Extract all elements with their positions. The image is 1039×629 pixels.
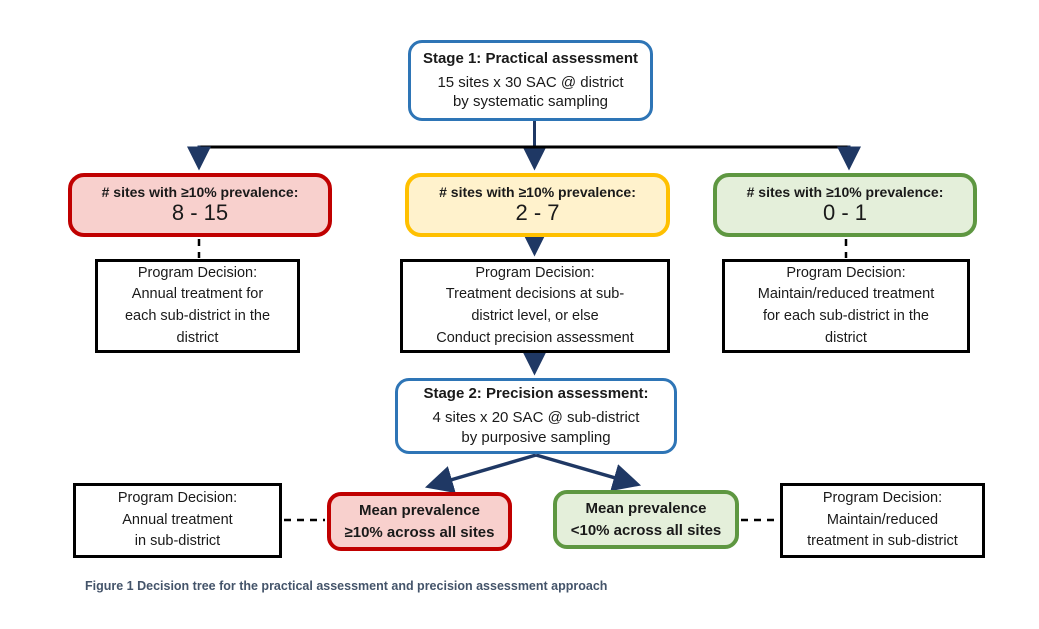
decision-outer-left-box: Program Decision: Annual treatment in su… bbox=[73, 483, 282, 558]
stage2-box: Stage 2: Precision assessment: 4 sites x… bbox=[395, 378, 677, 454]
figure-caption: Figure 1 Decision tree for the practical… bbox=[85, 579, 608, 593]
stage2-title: Stage 2: Precision assessment: bbox=[423, 385, 649, 402]
decision-left-box: Program Decision: Annual treatment for e… bbox=[95, 259, 300, 353]
stage1-box: Stage 1: Practical assessment 15 sites x… bbox=[408, 40, 653, 121]
branch-high-label: # sites with ≥10% prevalence: bbox=[101, 184, 299, 201]
arrow-stage2-to-high-outcome bbox=[424, 453, 537, 494]
stage1-body: 15 sites x 30 SAC @ district by systemat… bbox=[437, 73, 624, 111]
decision-mid-box: Program Decision: Treatment decisions at… bbox=[400, 259, 670, 353]
outcome-high-prevalence-box: Mean prevalence ≥10% across all sites bbox=[327, 492, 512, 551]
branch-low-prevalence-box: # sites with ≥10% prevalence: 0 - 1 bbox=[713, 173, 977, 237]
branch-low-value: 0 - 1 bbox=[822, 200, 868, 226]
decision-right-box: Program Decision: Maintain/reduced treat… bbox=[722, 259, 970, 353]
outcome-low-prevalence-box: Mean prevalence <10% across all sites bbox=[553, 490, 739, 549]
stage2-body: 4 sites x 20 SAC @ sub-district by purpo… bbox=[432, 409, 640, 446]
branch-mid-value: 2 - 7 bbox=[515, 200, 560, 226]
decision-outer-right-box: Program Decision: Maintain/reduced treat… bbox=[780, 483, 985, 558]
stage1-title: Stage 1: Practical assessment bbox=[422, 49, 639, 67]
branch-mid-prevalence-box: # sites with ≥10% prevalence: 2 - 7 bbox=[405, 173, 670, 237]
branch-high-prevalence-box: # sites with ≥10% prevalence: 8 - 15 bbox=[68, 173, 332, 237]
branch-low-label: # sites with ≥10% prevalence: bbox=[746, 184, 944, 201]
arrow-stage2-to-low-outcome bbox=[535, 453, 642, 492]
branch-high-value: 8 - 15 bbox=[171, 200, 229, 226]
branch-mid-label: # sites with ≥10% prevalence: bbox=[439, 184, 636, 201]
